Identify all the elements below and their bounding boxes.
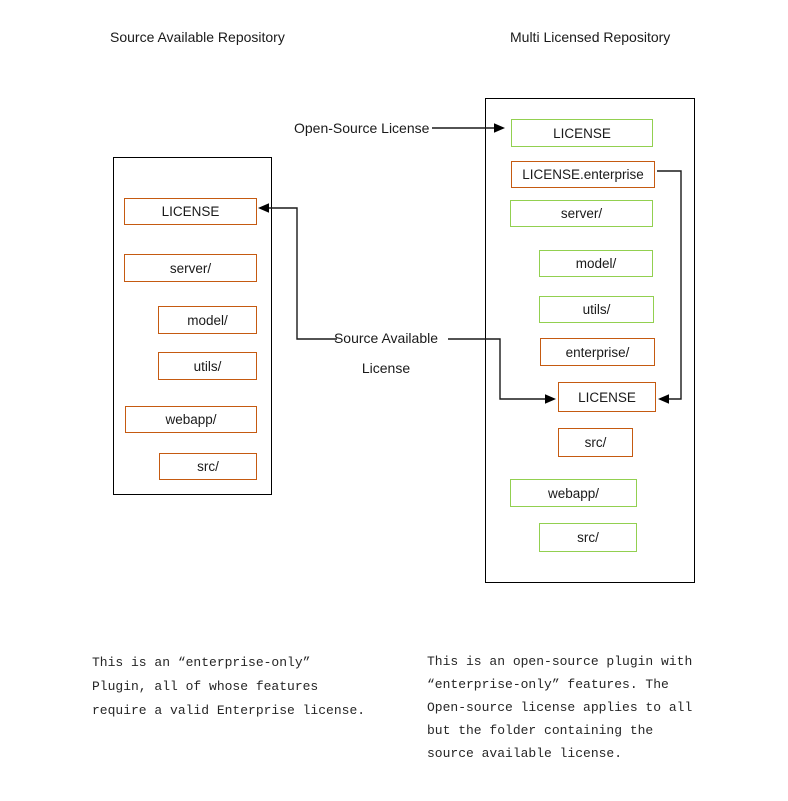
right-box-license-enterprise-file-label: LICENSE.enterprise — [522, 167, 644, 182]
source-available-license-label: Source Available License — [333, 330, 439, 376]
right-box-src-inner-label: src/ — [584, 435, 607, 450]
right-repo-note: This is an open-source plugin with “ente… — [427, 654, 693, 761]
right-box-license-open: LICENSE — [511, 119, 653, 147]
right-box-utils-label: utils/ — [582, 302, 611, 317]
left-box-model-label: model/ — [187, 312, 228, 328]
right-box-server-label: server/ — [560, 206, 603, 221]
right-box-src-label: src/ — [577, 530, 599, 545]
left-box-server: server/ — [124, 254, 257, 282]
right-box-webapp: webapp/ — [510, 479, 637, 507]
left-repo-note: This is an “enterprise-only” Plugin, all… — [92, 655, 366, 718]
left-repo-title: Source Available Repository — [110, 29, 285, 45]
right-box-server: server/ — [510, 200, 653, 227]
left-box-license: LICENSE — [124, 198, 257, 225]
right-box-enterprise-dir: enterprise/ — [540, 338, 655, 366]
right-box-license-open-label: LICENSE — [553, 125, 611, 141]
right-box-utils: utils/ — [539, 296, 654, 323]
left-box-utils: utils/ — [158, 352, 257, 380]
open-source-license-label: Open-Source License — [294, 120, 430, 136]
right-box-webapp-label: webapp/ — [547, 485, 600, 501]
left-box-utils-label: utils/ — [193, 358, 222, 374]
source-available-arrow-left-line — [267, 207, 337, 340]
right-box-model: model/ — [539, 250, 653, 277]
right-box-license-enterprise-file: LICENSE.enterprise — [511, 161, 655, 188]
left-box-webapp: webapp/ — [125, 406, 257, 433]
right-box-src: src/ — [539, 523, 637, 552]
left-box-license-label: LICENSE — [161, 204, 220, 219]
right-box-license-inner-label: LICENSE — [578, 389, 636, 405]
left-box-src: src/ — [159, 453, 257, 480]
right-box-src-inner: src/ — [558, 428, 633, 457]
right-box-model-label: model/ — [575, 256, 617, 271]
left-box-server-label: server/ — [169, 260, 212, 276]
right-repo-title: Multi Licensed Repository — [510, 29, 671, 45]
right-box-enterprise-dir-label: enterprise/ — [565, 344, 630, 360]
left-box-src-label: src/ — [197, 459, 219, 474]
right-box-license-inner: LICENSE — [558, 382, 656, 412]
left-box-webapp-label: webapp/ — [165, 412, 217, 427]
left-box-model: model/ — [158, 306, 257, 334]
